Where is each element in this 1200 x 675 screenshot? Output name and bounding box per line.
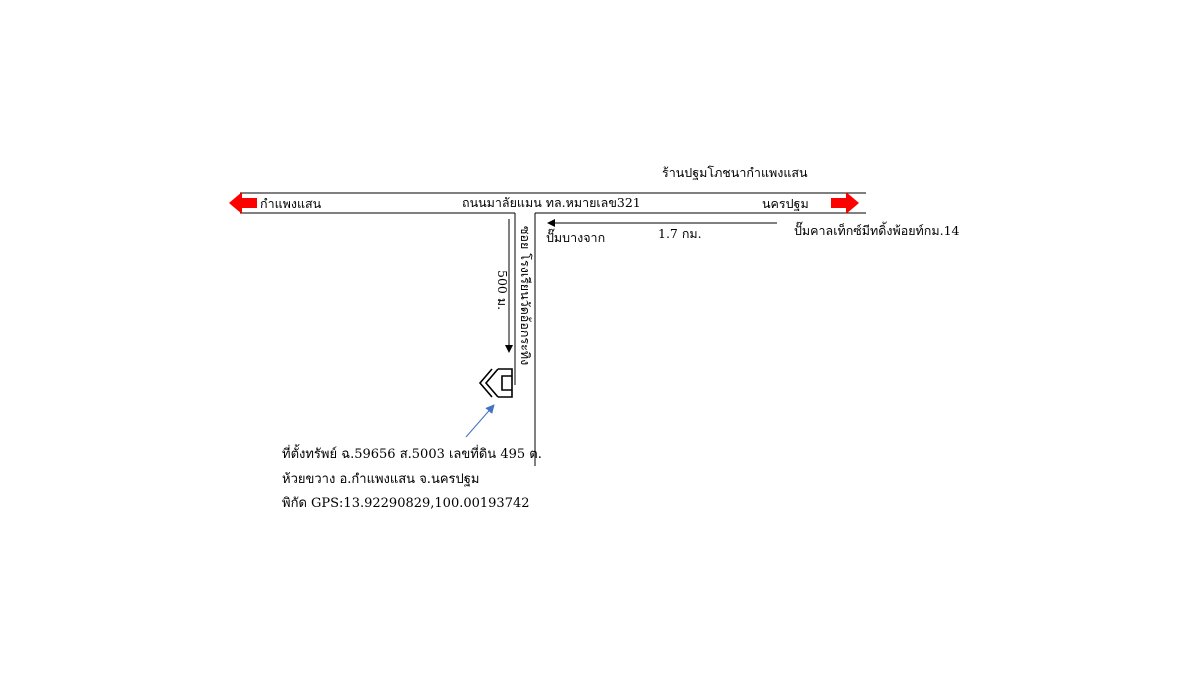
- right-direction-label: นครปฐม: [762, 196, 809, 211]
- left-direction-label: กำแพงแสน: [260, 196, 322, 211]
- house-icon: [478, 368, 513, 398]
- right-direction-arrow-icon: [831, 192, 859, 214]
- property-info-line-2: ห้วยขวาง อ.กำแพงแสน จ.นครปฐม: [282, 472, 480, 487]
- main-distance-label: 1.7 กม.: [658, 226, 702, 241]
- caltex-station-label: ปั๊มคาลเท็กซ์มีทดิ้งพ้อยท์กม.14: [794, 221, 960, 238]
- bangjak-station-label: ปั๊มบางจาก: [546, 228, 605, 245]
- left-direction-arrow-icon: [229, 192, 257, 214]
- main-road-label: ถนนมาลัยแมน ทล.หมายเลข321: [462, 195, 641, 210]
- property-gps-line: พิกัด GPS:13.92290829,100.00193742: [282, 496, 530, 511]
- property-info-line-1: ที่ตั้งทรัพย์ ฉ.59656 ส.5003 เลขที่ดิน 4…: [282, 444, 542, 462]
- side-distance-label: 500 ม.: [495, 270, 510, 310]
- top-landmark-label: ร้านปฐมโภชนากำแพงแสน: [662, 165, 808, 180]
- side-road-label: ซอย โรงเรียนวัดอ้อกระทิง: [518, 226, 533, 365]
- property-pointer-arrow: [465, 404, 495, 438]
